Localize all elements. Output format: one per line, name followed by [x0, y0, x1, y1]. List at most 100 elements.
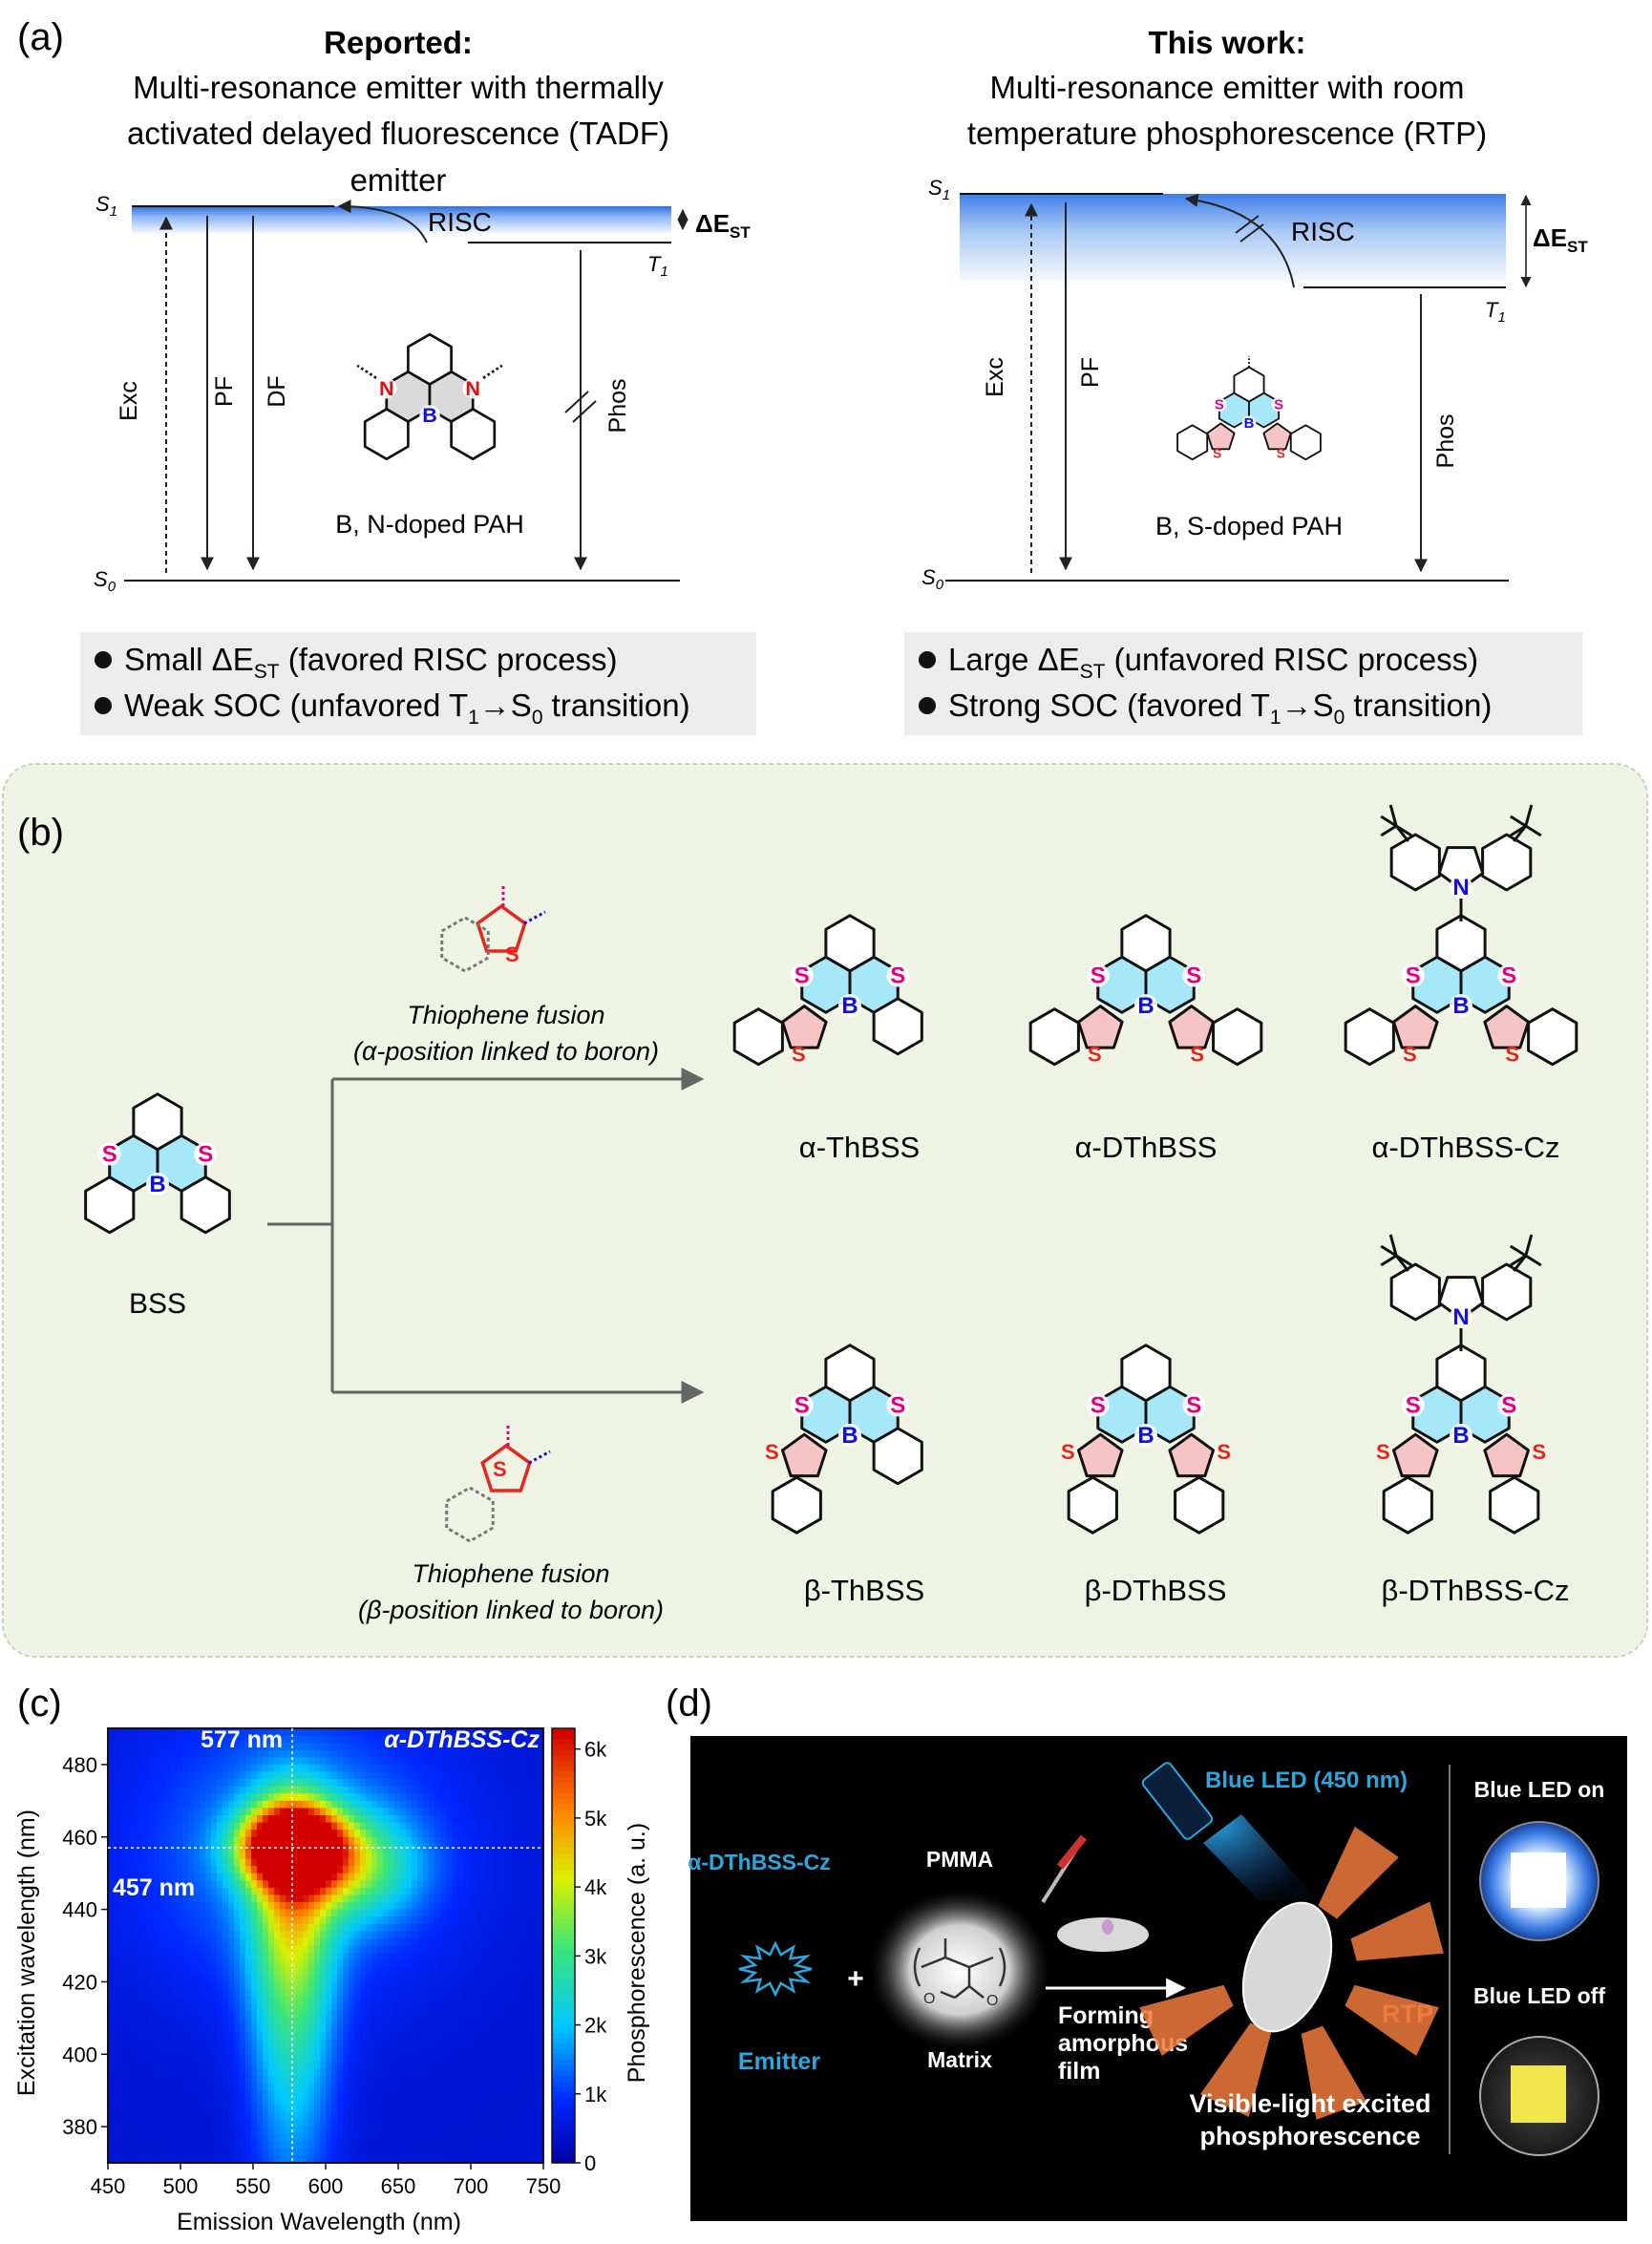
- heatmap-cell: [245, 1923, 252, 1932]
- phos-label: Phos: [1432, 414, 1459, 469]
- heatmap-cell: [314, 1866, 321, 1874]
- heatmap-cell: [446, 1974, 453, 1983]
- heatmap-cell: [303, 2003, 309, 2012]
- heatmap-cell: [509, 1953, 516, 1961]
- heatmap-cell: [137, 1728, 143, 1737]
- heatmap-cell: [108, 1967, 115, 1976]
- heatmap-cell: [142, 1989, 149, 1998]
- heatmap-cell: [137, 1989, 143, 1998]
- heatmap-cell: [142, 1735, 149, 1744]
- heatmap-cell: [114, 2148, 120, 2157]
- heatmap-cell: [119, 1836, 126, 1845]
- heatmap-cell: [297, 2068, 304, 2077]
- heatmap-cell: [297, 1836, 304, 1845]
- heatmap-cell: [200, 2032, 206, 2041]
- benzene-ring: [1489, 1475, 1540, 1535]
- heatmap-cell: [417, 1830, 424, 1838]
- heatmap-cell: [480, 1786, 487, 1794]
- heatmap-cell: [240, 1735, 246, 1744]
- heatmap-cell: [171, 2090, 178, 2099]
- heatmap-cell: [314, 1851, 321, 1860]
- heatmap-cell: [343, 2105, 349, 2113]
- heatmap-cell: [349, 1793, 355, 1802]
- heatmap-cell: [268, 1836, 275, 1845]
- heatmap-cell: [240, 2003, 246, 2012]
- heatmap-cell: [320, 1873, 327, 1881]
- heatmap-cell: [177, 1836, 183, 1845]
- heatmap-cell: [532, 2141, 539, 2149]
- heatmap-cell: [194, 1749, 201, 1758]
- heatmap-cell: [274, 2010, 281, 2019]
- heatmap-cell: [446, 1909, 453, 1917]
- heatmap-cell: [114, 1830, 120, 1838]
- heatmap-cell: [119, 1844, 126, 1852]
- heatmap-cell: [417, 1822, 424, 1831]
- heatmap-cell: [303, 2032, 309, 2041]
- heatmap-cell: [308, 1793, 315, 1802]
- heatmap-cell: [509, 1989, 516, 1998]
- heatmap-cell: [349, 2054, 355, 2063]
- heatmap-cell: [154, 1873, 160, 1881]
- heatmap-cell: [245, 2032, 252, 2041]
- heatmap-cell: [360, 2003, 367, 2012]
- forbidden-mark-1: [1235, 215, 1260, 234]
- heatmap-cell: [268, 1822, 275, 1831]
- heatmap-cell: [148, 1749, 155, 1758]
- heatmap-cell: [377, 2133, 384, 2142]
- heatmap-cell: [171, 1989, 178, 1998]
- heatmap-cell: [360, 1793, 367, 1802]
- heatmap-cell: [188, 1981, 195, 1990]
- heatmap-cell: [394, 2090, 401, 2099]
- heatmap-cell: [423, 2003, 430, 2012]
- heatmap-cell: [240, 2111, 246, 2121]
- heatmap-cell: [268, 1916, 275, 1925]
- heatmap-cell: [188, 1909, 195, 1917]
- heatmap-cell: [200, 2054, 206, 2063]
- heatmap-cell: [434, 1786, 441, 1794]
- heatmap-cell: [457, 2054, 464, 2063]
- heatmap-cell: [257, 2127, 264, 2135]
- heatmap-cell: [171, 2010, 178, 2019]
- heatmap-cell: [211, 2090, 218, 2099]
- heatmap-cell: [366, 1967, 372, 1976]
- heatmap-cell: [125, 2133, 132, 2142]
- heatmap-cell: [389, 1815, 395, 1824]
- heatmap-cell: [125, 1735, 132, 1744]
- heatmap-cell: [251, 1779, 258, 1788]
- heatmap-cell: [343, 2155, 349, 2164]
- heatmap-cell: [320, 2061, 327, 2070]
- heatmap-cell: [469, 2024, 476, 2034]
- heatmap-cell: [142, 2090, 149, 2099]
- heatmap-cell: [182, 1937, 189, 1947]
- heatmap-cell: [400, 1836, 407, 1845]
- heatmap-cell: [188, 2119, 195, 2128]
- heatmap-cell: [532, 1822, 539, 1831]
- heatmap-cell: [314, 2010, 321, 2019]
- heatmap-cell: [159, 2046, 166, 2055]
- heatmap-cell: [154, 2046, 160, 2055]
- heatmap-cell: [480, 1757, 487, 1766]
- heatmap-cell: [377, 1895, 384, 1903]
- heatmap-cell: [457, 1743, 464, 1751]
- heatmap-cell: [383, 1735, 390, 1744]
- heatmap-cell: [234, 2068, 241, 2077]
- heatmap-cell: [486, 2133, 493, 2142]
- heatmap-cell: [446, 1851, 453, 1860]
- heatmap-cell: [492, 1945, 498, 1954]
- heatmap-cell: [194, 2148, 201, 2157]
- heatmap-cell: [337, 1866, 344, 1874]
- heatmap-cell: [446, 2003, 453, 2012]
- heatmap-cell: [200, 2003, 206, 2012]
- heatmap-cell: [532, 2083, 539, 2091]
- heatmap-cell: [251, 1771, 258, 1780]
- heatmap-cell: [211, 2054, 218, 2063]
- heatmap-cell: [159, 2111, 166, 2121]
- heatmap-cell: [492, 1953, 498, 1961]
- heatmap-cell: [469, 1836, 476, 1845]
- heatmap-cell: [148, 1822, 155, 1831]
- heatmap-cell: [205, 1989, 212, 1998]
- heatmap-cell: [177, 1989, 183, 1998]
- heatmap-cell: [452, 1981, 458, 1990]
- heatmap-cell: [360, 2061, 367, 2070]
- heatmap-cell: [326, 1909, 332, 1917]
